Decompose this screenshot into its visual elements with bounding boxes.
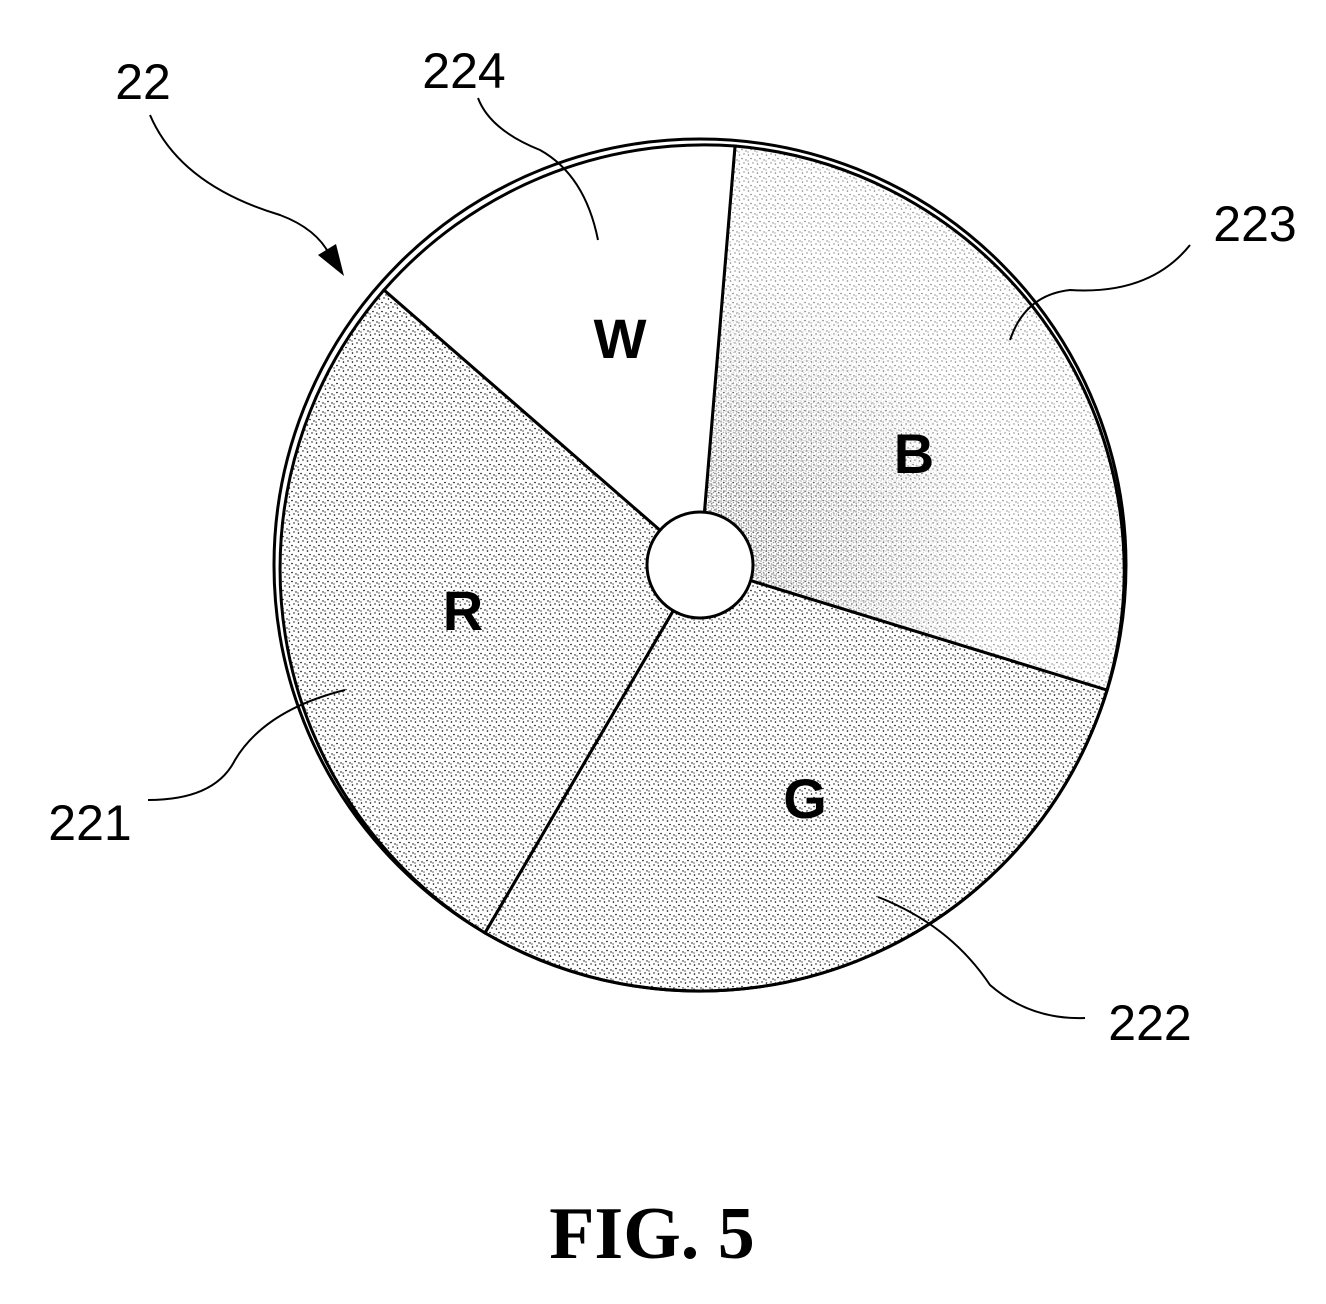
ref-label-223: 223 [1213,196,1296,252]
leader-221 [147,689,346,801]
sector-letter-w: W [594,307,647,370]
assembly-label: 22 [115,54,171,110]
leader-222 [877,896,1086,1020]
sector-letter-b: B [894,422,934,485]
leader-223 [1009,244,1191,341]
ref-label-224: 224 [422,43,505,99]
figure-caption: FIG. 5 [549,1193,755,1275]
sector-blue-stipple [698,144,1126,692]
assembly-leader [149,114,333,261]
ref-label-222: 222 [1108,995,1191,1051]
sector-letter-g: G [783,767,827,830]
wheel-hub [645,510,755,620]
wheel-rim [272,137,1128,993]
sector-letter-r: R [443,579,483,642]
ref-label-221: 221 [48,795,131,851]
leader-224 [477,97,599,241]
assembly-arrowhead [318,244,344,276]
sector-white [381,143,737,569]
